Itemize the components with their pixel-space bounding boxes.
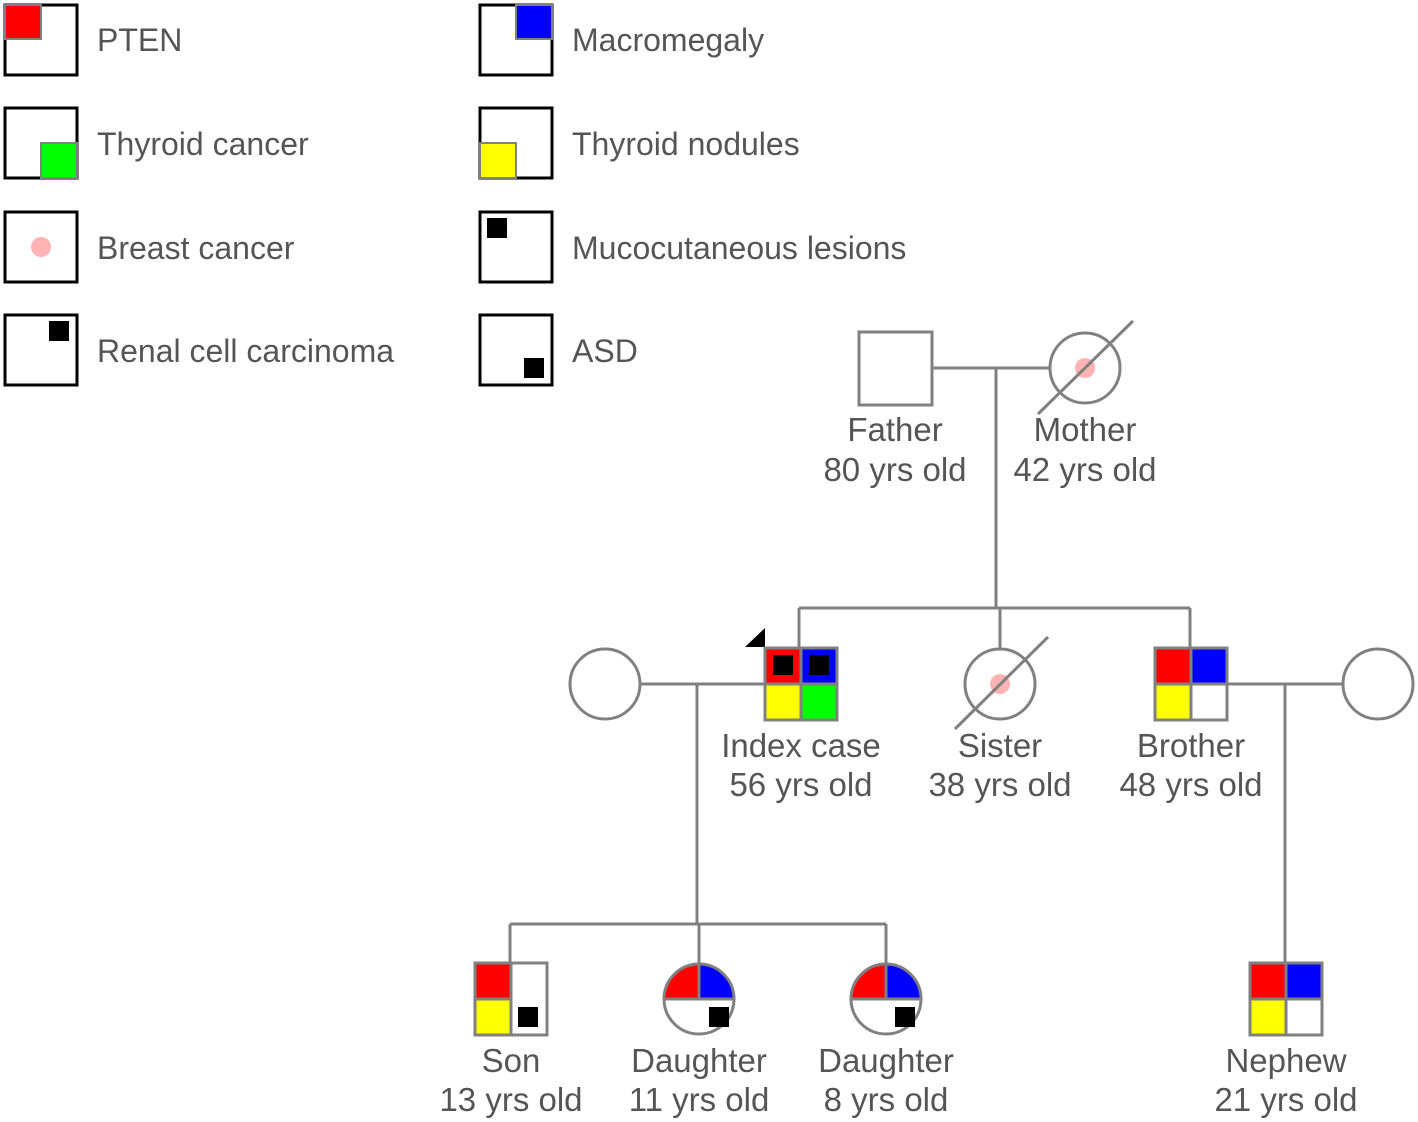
pten-marker-icon xyxy=(4,4,42,40)
index-case-age: 56 yrs old xyxy=(729,766,872,803)
person-labels: Father 80 yrs old Mother 42 yrs old Inde… xyxy=(439,411,1357,1118)
asd-marker-icon xyxy=(524,358,544,378)
index-case-name: Index case xyxy=(721,727,881,764)
legend-item-renal-cell-carcinoma: Renal cell carcinoma xyxy=(3,313,394,387)
legend-item-thyroid-cancer: Thyroid cancer xyxy=(3,106,309,180)
index-spouse-circle xyxy=(568,647,642,721)
legend-item-mucocutaneous-lesions: Mucocutaneous lesions xyxy=(478,210,906,284)
nephew-age: 21 yrs old xyxy=(1214,1081,1357,1118)
daughter1-circle xyxy=(662,962,736,1036)
pten-quadrant xyxy=(475,963,511,999)
daughter2-circle xyxy=(849,962,923,1036)
breast-cancer-marker-icon xyxy=(31,237,51,257)
nephew-symbol xyxy=(1248,961,1324,1037)
empty-quadrant xyxy=(1191,684,1227,720)
index-case-square xyxy=(763,646,839,722)
daughter2-symbol xyxy=(849,962,923,1036)
legend-label-thyroid-cancer: Thyroid cancer xyxy=(97,126,309,162)
brother-spouse-symbol xyxy=(1341,647,1415,721)
legend: PTEN Thyroid cancer Breast cancer Renal … xyxy=(3,3,906,387)
legend-item-thyroid-nodules: Thyroid nodules xyxy=(478,106,800,180)
brother-age: 48 yrs old xyxy=(1119,766,1262,803)
thyroid-nodules-marker-icon xyxy=(479,142,517,179)
thyroid-nodules-quadrant xyxy=(765,684,801,720)
daughter2-name: Daughter xyxy=(818,1042,954,1079)
mucocutaneous-lesions-marker-icon xyxy=(773,655,793,675)
nephew-name: Nephew xyxy=(1225,1042,1346,1079)
legend-item-asd: ASD xyxy=(478,313,638,387)
macromegaly-quadrant xyxy=(699,964,734,999)
legend-label-pten: PTEN xyxy=(97,22,182,58)
empty-quadrant xyxy=(1286,999,1322,1035)
pten-quadrant xyxy=(1155,648,1191,684)
sister-age: 38 yrs old xyxy=(928,766,1071,803)
father-symbol xyxy=(857,330,934,407)
daughter1-symbol xyxy=(662,962,736,1036)
mother-symbol xyxy=(1036,319,1135,416)
brother-spouse-circle xyxy=(1341,647,1415,721)
mother-name: Mother xyxy=(1034,411,1137,448)
pedigree-lines xyxy=(508,366,1343,963)
legend-label-breast-cancer: Breast cancer xyxy=(97,230,295,266)
legend-label-asd: ASD xyxy=(572,333,638,369)
deceased-slash-icon xyxy=(953,635,1050,731)
legend-item-pten: PTEN xyxy=(3,3,182,77)
nephew-square xyxy=(1248,961,1324,1037)
father-age: 80 yrs old xyxy=(823,451,966,488)
renal-cell-carcinoma-marker-icon xyxy=(809,655,829,675)
thyroid-cancer-marker-icon xyxy=(40,142,78,179)
index-spouse-symbol xyxy=(568,647,642,721)
father-name: Father xyxy=(847,411,942,448)
brother-name: Brother xyxy=(1137,727,1245,764)
sister-name: Sister xyxy=(958,727,1042,764)
proband-arrow-icon xyxy=(745,628,765,647)
legend-label-renal-cell-carcinoma: Renal cell carcinoma xyxy=(97,333,394,369)
son-age: 13 yrs old xyxy=(439,1081,582,1118)
asd-marker-icon xyxy=(895,1007,915,1027)
asd-marker-icon xyxy=(709,1007,729,1027)
macromegaly-quadrant xyxy=(886,964,921,999)
legend-label-macromegaly: Macromegaly xyxy=(572,22,764,58)
legend-item-breast-cancer: Breast cancer xyxy=(3,210,295,284)
son-name: Son xyxy=(482,1042,541,1079)
sister-symbol xyxy=(953,635,1050,731)
macromegaly-marker-icon xyxy=(515,4,553,40)
renal-cell-carcinoma-marker-icon xyxy=(49,321,69,341)
macromegaly-quadrant xyxy=(1286,963,1322,999)
thyroid-nodules-quadrant xyxy=(1250,999,1286,1035)
daughter2-age: 8 yrs old xyxy=(824,1081,949,1118)
pten-quadrant xyxy=(664,964,699,999)
daughter1-name: Daughter xyxy=(631,1042,767,1079)
brother-square xyxy=(1153,646,1229,722)
thyroid-cancer-quadrant xyxy=(801,684,837,720)
asd-marker-icon xyxy=(518,1007,538,1027)
deceased-slash-icon xyxy=(1036,319,1135,416)
son-square xyxy=(473,961,549,1037)
macromegaly-quadrant xyxy=(1191,648,1227,684)
legend-item-macromegaly: Macromegaly xyxy=(478,3,764,77)
pten-quadrant xyxy=(851,964,886,999)
thyroid-nodules-quadrant xyxy=(475,999,511,1035)
pten-quadrant xyxy=(1250,963,1286,999)
daughter1-age: 11 yrs old xyxy=(629,1081,770,1118)
brother-symbol xyxy=(1153,646,1229,722)
son-symbol xyxy=(473,961,549,1037)
mother-age: 42 yrs old xyxy=(1013,451,1156,488)
index-case-symbol xyxy=(745,628,839,722)
mucocutaneous-lesions-marker-icon xyxy=(487,218,507,238)
thyroid-nodules-quadrant xyxy=(1155,684,1191,720)
father-square xyxy=(857,330,934,407)
legend-label-mucocutaneous-lesions: Mucocutaneous lesions xyxy=(572,230,906,266)
legend-label-thyroid-nodules: Thyroid nodules xyxy=(572,126,800,162)
empty-quadrant xyxy=(511,963,547,999)
